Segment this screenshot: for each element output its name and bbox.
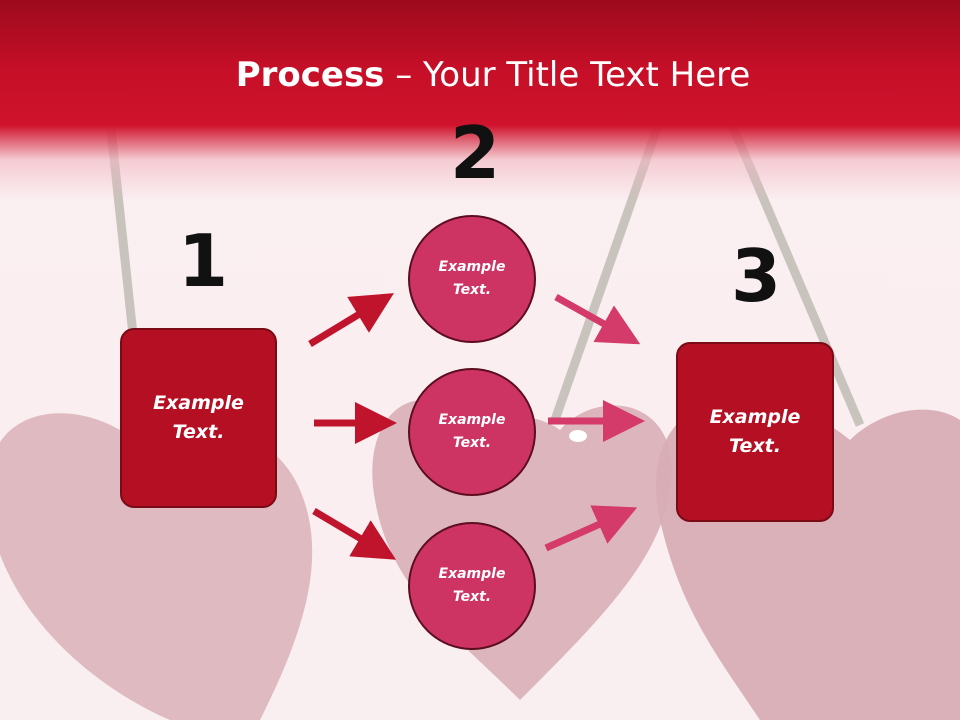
- circle-middle-text-line2: Text.: [452, 435, 492, 451]
- circle-middle-text-line1: Example: [438, 412, 506, 428]
- step-3-text-line1: Example: [709, 406, 801, 428]
- step-1-text-line1: Example: [153, 392, 244, 414]
- step-3-box: Example Text.: [676, 342, 834, 522]
- circle-bottom-text-line2: Text.: [452, 589, 492, 605]
- header-band: [0, 0, 960, 200]
- step-1-text-line2: Text.: [172, 421, 225, 443]
- step-3-text-line2: Text.: [729, 435, 781, 457]
- step-number-2: 2: [450, 111, 501, 195]
- circle-top: Example Text.: [408, 215, 536, 343]
- circle-top-text-line1: Example: [438, 259, 506, 275]
- circle-top-text-line2: Text.: [452, 282, 492, 298]
- circle-bottom-text-line1: Example: [438, 566, 506, 582]
- circle-bottom: Example Text.: [408, 522, 536, 650]
- arrow-top-to-3: [554, 293, 641, 345]
- title-bold: Process: [235, 55, 385, 95]
- arrow-1-to-bottom: [312, 507, 397, 560]
- step-number-1: 1: [178, 219, 229, 303]
- slide-title: Process – Your Title Text Here: [0, 55, 960, 95]
- step-number-3: 3: [731, 234, 782, 318]
- step-1-box: Example Text.: [120, 328, 277, 508]
- title-rest: – Your Title Text Here: [384, 55, 751, 95]
- arrow-1-to-top: [308, 293, 394, 347]
- circle-middle: Example Text.: [408, 368, 536, 496]
- arrow-bottom-to-3: [544, 505, 638, 552]
